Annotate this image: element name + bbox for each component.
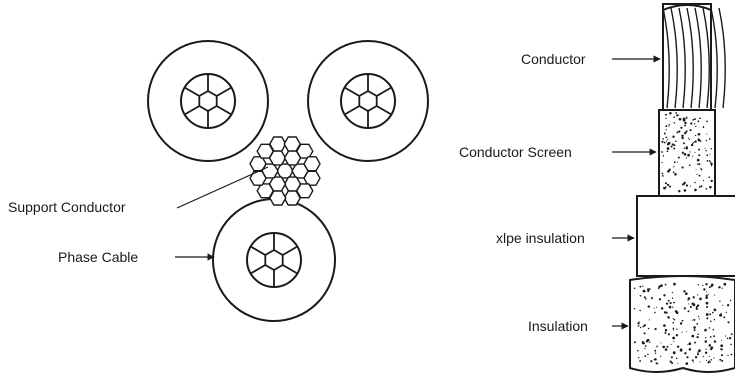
conductor-core bbox=[662, 3, 726, 111]
conductor-screen-label: Conductor Screen bbox=[459, 144, 572, 160]
phase-cable-top-left bbox=[147, 40, 269, 162]
conductor-screen bbox=[658, 109, 716, 197]
triplex-cross-section bbox=[147, 40, 429, 322]
right-leaders bbox=[612, 55, 661, 330]
xlpe-insulation-label: xlpe insulation bbox=[496, 230, 585, 246]
strand-core-bottom bbox=[250, 233, 298, 287]
strand-core-top-right bbox=[344, 74, 392, 128]
insulation-label: Insulation bbox=[528, 318, 588, 334]
cable-cutaway bbox=[629, 3, 735, 373]
support-conductor-bundle bbox=[249, 136, 321, 206]
strand-core-top-left bbox=[184, 74, 232, 128]
support-conductor-label: Support Conductor bbox=[8, 199, 126, 215]
phase-cable-label: Phase Cable bbox=[58, 249, 139, 265]
phase-cable-top-right bbox=[307, 40, 429, 162]
conductor-label: Conductor bbox=[521, 51, 586, 67]
left-leaders bbox=[175, 166, 269, 261]
phase-cable-bottom bbox=[212, 198, 336, 322]
xlpe-insulation-layer bbox=[636, 195, 735, 277]
outer-insulation-layer bbox=[629, 275, 735, 373]
support-conductor-leader bbox=[176, 166, 269, 209]
